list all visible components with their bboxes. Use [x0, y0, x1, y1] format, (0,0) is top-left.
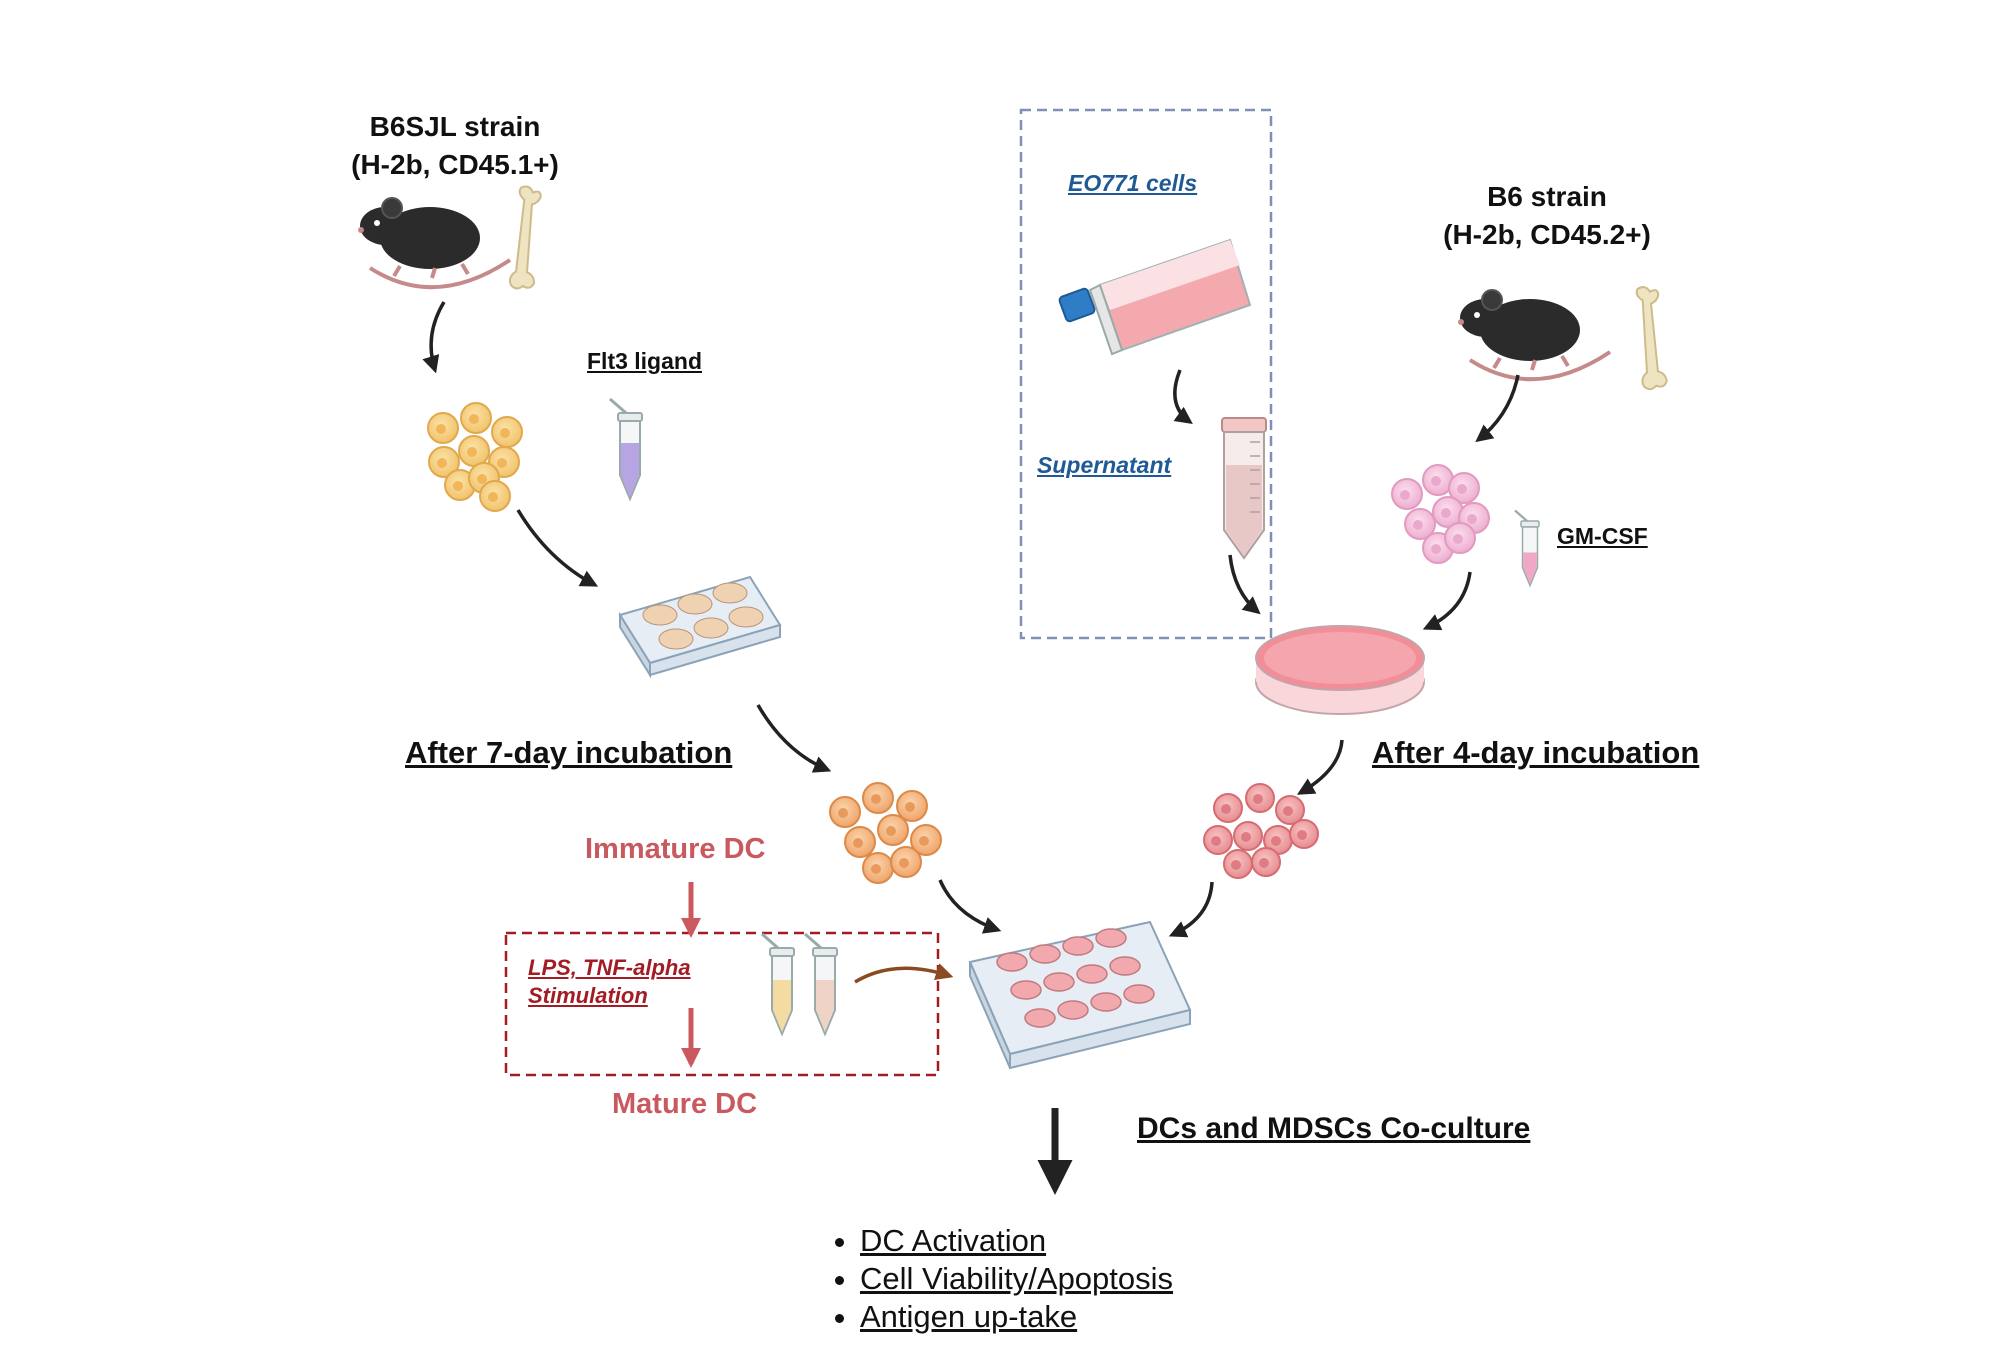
coculture-label: DCs and MDSCs Co-culture	[1137, 1112, 1531, 1145]
stimulation-word: Stimulation	[528, 983, 648, 1008]
culture-flask-icon	[1058, 238, 1252, 356]
right-strain-name: B6 strain	[1487, 181, 1607, 212]
flt3-ligand-label: Flt3 ligand	[587, 348, 702, 374]
coculture-plate-icon	[968, 920, 1192, 1070]
left-strain-name: B6SJL strain	[369, 111, 541, 142]
tumor-supernatant-box	[1019, 108, 1273, 640]
immature-dc-cells	[829, 782, 942, 884]
gmcsf-tube-icon	[1513, 509, 1541, 587]
workflow-arrows	[422, 301, 1520, 938]
flt3-tube-icon	[608, 397, 644, 501]
stimulation-agents: LPS, TNF-alpha	[528, 955, 691, 980]
eo771-cells-label: EO771 cells	[1068, 170, 1198, 196]
tnf-tube-icon	[803, 932, 839, 1036]
bone-marrow-cells-right	[1391, 464, 1490, 564]
mature-to-coculture-arrow	[854, 963, 954, 984]
bone-marrow-cells-left	[427, 402, 523, 512]
outcome-list: DC Activation Cell Viability/Apoptosis A…	[828, 1222, 1173, 1336]
stimulation-label: LPS, TNF-alpha Stimulation	[528, 954, 691, 1010]
left-strain-label: B6SJL strain (H-2b, CD45.1+)	[327, 108, 583, 184]
right-strain-label: B6 strain (H-2b, CD45.2+)	[1422, 178, 1672, 254]
lps-tube-icon	[760, 932, 796, 1036]
bone-icon-right	[1633, 284, 1669, 391]
left-strain-markers: (H-2b, CD45.1+)	[351, 149, 559, 180]
mouse-icon-left	[356, 196, 512, 290]
outcome-item-viability: Cell Viability/Apoptosis	[860, 1260, 1173, 1298]
mdsc-cells	[1203, 783, 1319, 879]
supernatant-label: Supernatant	[1037, 452, 1172, 478]
mouse-icon-right	[1456, 288, 1612, 382]
six-well-plate-icon	[618, 575, 782, 679]
immature-dc-label: Immature DC	[585, 833, 766, 865]
mature-dc-label: Mature DC	[612, 1088, 758, 1120]
incubation-4-day-label: After 4-day incubation	[1372, 735, 1700, 770]
bone-icon-left	[508, 184, 544, 291]
right-strain-markers: (H-2b, CD45.2+)	[1443, 219, 1651, 250]
gmcsf-label: GM-CSF	[1557, 523, 1648, 549]
petri-dish-icon	[1255, 625, 1425, 715]
outcome-item-dc-activation: DC Activation	[860, 1222, 1173, 1260]
incubation-7-day-label: After 7-day incubation	[405, 735, 733, 770]
conical-tube-icon	[1221, 417, 1267, 560]
outcome-item-antigen-uptake: Antigen up-take	[860, 1298, 1173, 1336]
stimulation-box	[504, 931, 940, 1077]
